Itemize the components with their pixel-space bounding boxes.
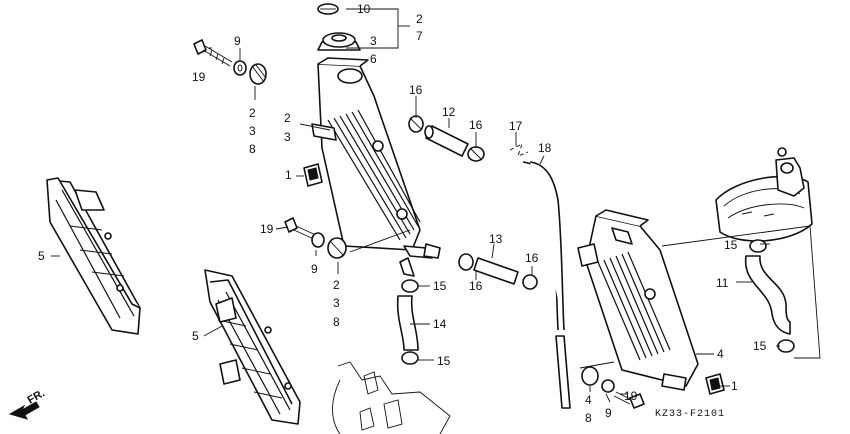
clamp-15c <box>749 239 767 253</box>
callout-hose-18: 18 <box>538 141 552 155</box>
engine-outline <box>332 361 451 434</box>
cap-seal <box>317 3 339 15</box>
front-arrow-icon <box>8 401 40 420</box>
upper-shroud-left <box>46 177 141 335</box>
lower-shroud-left <box>204 269 301 425</box>
washer-right <box>601 379 615 393</box>
callout-clamp-16b: 16 <box>469 118 483 132</box>
washer-middle <box>311 232 325 248</box>
left-radiator <box>311 57 441 277</box>
clamp-15b <box>401 351 419 365</box>
callout-clamp-15c: 15 <box>724 238 738 252</box>
callout-washer-top: 9 <box>234 34 241 48</box>
callout-clamp-15b: 15 <box>437 354 451 368</box>
callout-hose-11: 11 <box>716 276 729 290</box>
callout-grommet-right-8: 8 <box>585 411 592 425</box>
cylinder-head <box>715 147 813 242</box>
clamp-16d <box>522 274 538 290</box>
callout-grommet-middle-8: 8 <box>333 315 340 329</box>
clip-left <box>303 163 323 187</box>
callout-tube-13: 13 <box>489 232 503 246</box>
callout-bolt-right: 19 <box>624 389 638 403</box>
callout-group-b: 7 <box>416 29 423 43</box>
grommet-right <box>581 366 599 386</box>
clamp-16c <box>458 253 474 271</box>
hose-11 <box>744 255 791 335</box>
callout-clamp-16d: 16 <box>525 251 539 265</box>
callout-bolt-top: 19 <box>192 70 206 84</box>
tube-13 <box>473 257 519 285</box>
clamp-16b <box>467 146 485 162</box>
clamp-16a <box>408 115 424 133</box>
callout-radiator-left-2: 2 <box>284 111 291 125</box>
callout-clamp-15a: 15 <box>433 279 447 293</box>
diagram-code: KZ33-F2101 <box>655 409 725 420</box>
callout-grommet-top-8: 8 <box>249 142 256 156</box>
callout-cap-6: 6 <box>370 52 377 66</box>
callout-labels: 10 2 7 3 6 19 9 2 3 8 2 3 1 19 9 2 3 8 5… <box>38 2 767 425</box>
callout-grommet-middle-3: 3 <box>333 296 340 310</box>
grommet-top <box>249 63 267 85</box>
callout-clip-right: 1 <box>731 379 738 393</box>
callout-clip-left: 1 <box>285 168 292 182</box>
callout-grommet-right-4: 4 <box>585 393 592 407</box>
bolt-right <box>613 391 645 409</box>
callout-group-a: 2 <box>416 12 423 26</box>
callout-bolt-middle: 19 <box>260 222 274 236</box>
hose-14 <box>396 295 419 351</box>
callout-radiator-left-3: 3 <box>284 130 291 144</box>
callout-grommet-middle-2: 2 <box>333 278 340 292</box>
callout-shroud-lower: 5 <box>192 329 199 343</box>
callout-cap: 3 <box>370 34 377 48</box>
callout-clamp-16a: 16 <box>409 83 423 97</box>
clip-17 <box>509 143 529 157</box>
clip-right <box>705 373 725 395</box>
hose-18 <box>522 161 571 409</box>
tube-12 <box>424 125 469 157</box>
right-radiator <box>577 209 699 391</box>
washer-top <box>233 60 247 76</box>
callout-grommet-top-2: 2 <box>249 106 256 120</box>
callout-cap-seal: 10 <box>357 2 371 16</box>
leader-lines <box>51 8 821 403</box>
callout-washer-middle: 9 <box>311 262 318 276</box>
callout-washer-right: 9 <box>605 406 612 420</box>
callout-clip-17: 17 <box>509 119 523 133</box>
callout-tube-12: 12 <box>442 105 456 119</box>
callout-radiator-right-4: 4 <box>717 347 724 361</box>
front-label: FR. <box>26 387 47 406</box>
grommet-middle <box>327 237 347 259</box>
callout-shroud-upper: 5 <box>38 249 45 263</box>
radiator-cap <box>317 32 361 51</box>
callout-clamp-16c: 16 <box>469 279 483 293</box>
bolt-top <box>193 39 233 67</box>
clamp-15d <box>777 339 795 353</box>
callout-clamp-15d: 15 <box>753 339 767 353</box>
callout-grommet-top-3: 3 <box>249 124 256 138</box>
clamp-15a <box>401 279 419 293</box>
callout-hose-14: 14 <box>433 317 447 331</box>
